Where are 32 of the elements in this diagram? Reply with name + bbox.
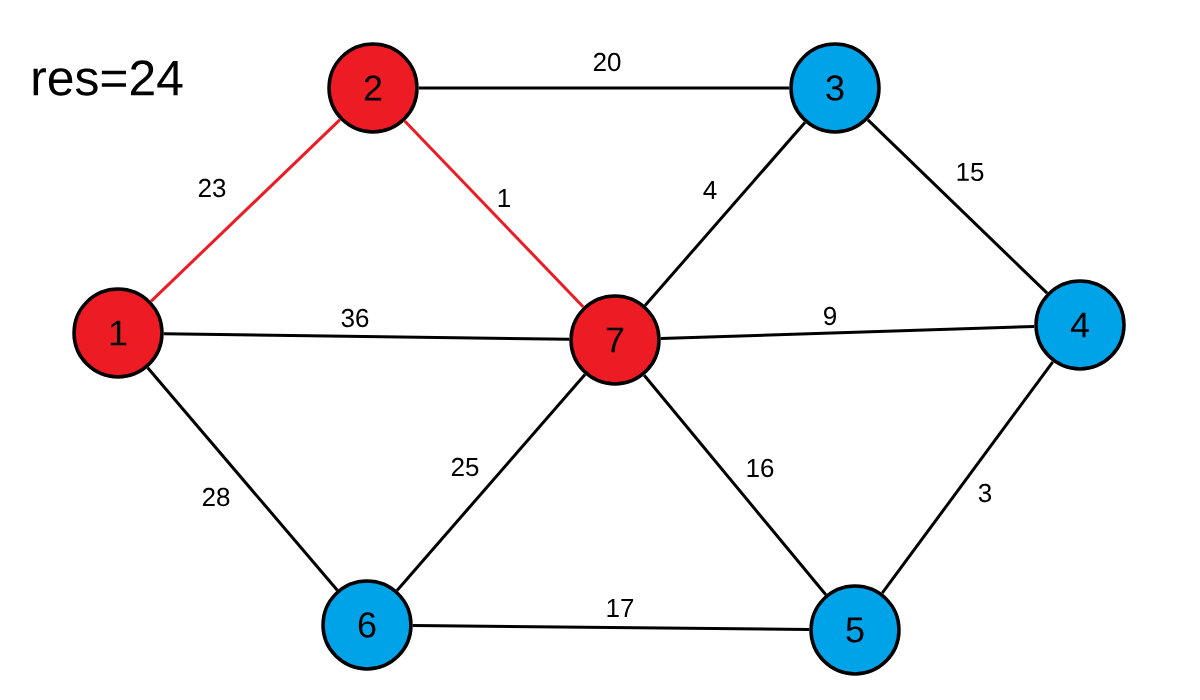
edge-label: 20 [591,51,623,73]
graph-edge [418,86,790,90]
graph-edge [880,360,1055,595]
edge-label: 1 [495,188,513,208]
graph-vertex: 1 [72,287,164,379]
edge-label: 4 [701,180,719,200]
graph-vertex: 3 [789,42,881,134]
edge-label: 16 [744,457,776,479]
edge-label: 3 [976,482,994,504]
graph-vertex: 6 [321,579,413,671]
title: res=24 [33,60,183,96]
graph-edge [403,119,585,309]
edge-label: 28 [200,486,232,508]
graph-edge [866,118,1049,295]
edge-label: 36 [339,307,371,329]
graph-vertex: 4 [1034,279,1126,371]
edge-label: 23 [196,177,228,199]
graph-vertex: 5 [809,584,901,676]
graph-vertex: 7 [569,294,661,386]
edge-label: 25 [449,456,481,478]
graph-edge [660,324,1035,340]
graph-vertex: 2 [327,42,419,134]
edge-label: 17 [604,598,636,618]
edge-label: 15 [954,161,986,183]
graph-edge [149,118,342,303]
graph-edge [146,366,339,592]
graph-edge [643,121,807,307]
graph-edge [163,332,570,341]
edge-label: 9 [821,305,839,327]
graph-edge [643,374,827,596]
graph-edge [395,373,587,592]
graph-edge [412,623,810,632]
